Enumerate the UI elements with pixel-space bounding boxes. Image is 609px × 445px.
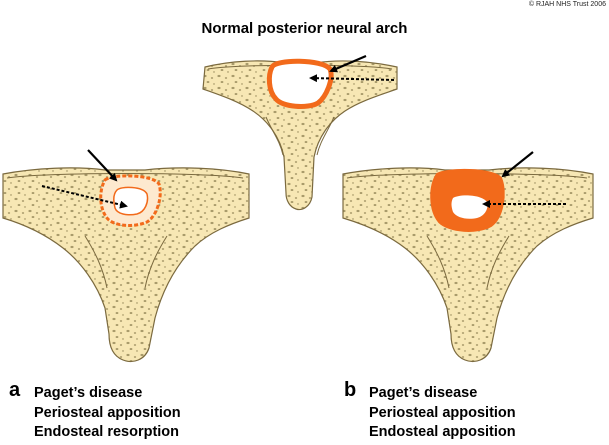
solid-arrow-a [87, 149, 118, 182]
caption-a-line-3: Endosteal resorption [34, 424, 180, 440]
cortex-normal [266, 58, 334, 109]
caption-b-line-3: Endosteal apposition [369, 424, 516, 440]
caption-b: b Paget’s disease Periosteal apposition … [344, 380, 516, 443]
solid-arrow-b [501, 151, 534, 178]
vertebra-a [2, 167, 250, 363]
panel-letter-b: b [344, 379, 357, 401]
dotted-arrow-a [41, 185, 128, 209]
vertebra-normal [202, 58, 398, 211]
vertebra-b [342, 167, 594, 363]
caption-a-line-2: Periosteal apposition [34, 404, 181, 421]
diagram-title: Normal posterior neural arch [201, 20, 408, 37]
bone-a [2, 167, 250, 363]
bone-b [342, 167, 594, 363]
copyright-notice: © RJAH NHS Trust 2006 [528, 1, 606, 8]
caption-b-line-1: Paget’s disease [369, 385, 478, 401]
caption-b-line-2: Periosteal apposition [369, 404, 516, 421]
solid-arrow-normal [329, 54, 367, 73]
caption-a: a Paget’s disease Periosteal apposition … [9, 380, 181, 443]
panel-letter-a: a [9, 379, 21, 401]
dotted-arrow-normal [309, 74, 395, 83]
caption-a-line-1: Paget’s disease [34, 385, 143, 401]
